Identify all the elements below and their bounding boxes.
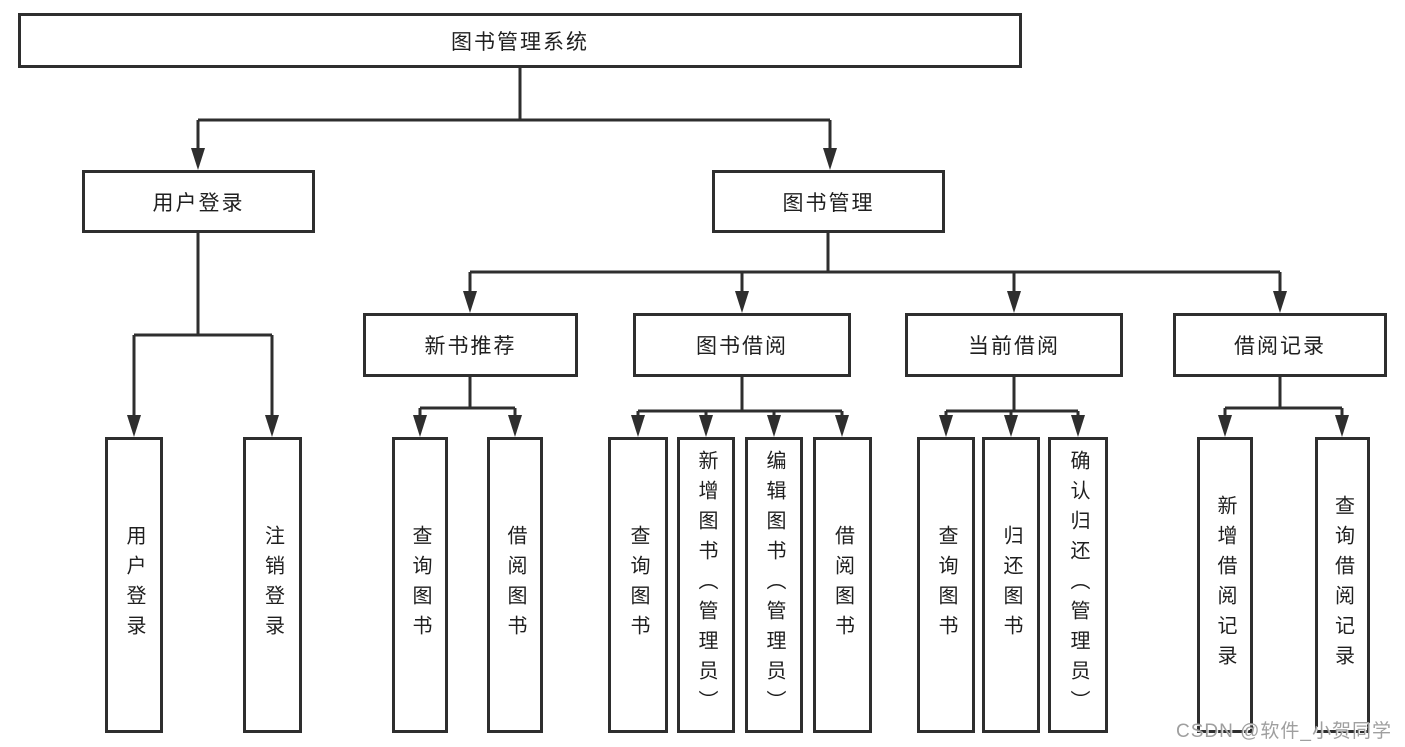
node-borrow-records: 借阅记录 xyxy=(1173,313,1387,377)
node-leaf-query-books-1: 查询图书 xyxy=(392,437,448,733)
node-root-label: 图书管理系统 xyxy=(451,30,589,54)
node-new-book-recommend: 新书推荐 xyxy=(363,313,578,377)
node-leaf-query-books-3: 查询图书 xyxy=(917,437,975,733)
node-leaf-confirm-return-admin: 确认归还（管理员） xyxy=(1048,437,1108,733)
node-leaf-logout: 注销登录 xyxy=(243,437,302,733)
node-new-book-recommend-label: 新书推荐 xyxy=(424,335,517,358)
node-leaf-query-borrow-record-label: 查询借阅记录 xyxy=(1331,495,1354,675)
node-leaf-user-login-label: 用户登录 xyxy=(123,525,145,645)
node-leaf-user-login: 用户登录 xyxy=(105,437,163,733)
node-leaf-borrow-books-1: 借阅图书 xyxy=(487,437,543,733)
node-leaf-query-books-1-label: 查询图书 xyxy=(409,525,431,645)
node-current-borrow: 当前借阅 xyxy=(905,313,1123,377)
node-leaf-edit-book-admin-label: 编辑图书（管理员） xyxy=(763,450,785,720)
node-current-borrow-label: 当前借阅 xyxy=(968,335,1060,358)
node-book-management: 图书管理 xyxy=(712,170,945,233)
csdn-watermark: CSDN @软件_小贺同学 xyxy=(1176,721,1392,742)
node-leaf-query-books-3-label: 查询图书 xyxy=(935,525,957,645)
node-leaf-add-borrow-record-label: 新增借阅记录 xyxy=(1214,495,1236,675)
arrowheads xyxy=(127,148,1349,437)
node-leaf-logout-label: 注销登录 xyxy=(261,525,284,645)
node-leaf-edit-book-admin: 编辑图书（管理员） xyxy=(745,437,803,733)
node-root: 图书管理系统 xyxy=(18,13,1022,68)
node-leaf-confirm-return-admin-label: 确认归还（管理员） xyxy=(1067,450,1089,720)
node-leaf-borrow-books-2: 借阅图书 xyxy=(813,437,872,733)
node-borrow-records-label: 借阅记录 xyxy=(1234,335,1326,358)
node-leaf-query-books-2: 查询图书 xyxy=(608,437,668,733)
node-leaf-add-borrow-record: 新增借阅记录 xyxy=(1197,437,1253,733)
node-book-management-label: 图书管理 xyxy=(782,191,875,215)
node-leaf-borrow-books-1-label: 借阅图书 xyxy=(504,525,526,645)
node-leaf-add-book-admin: 新增图书（管理员） xyxy=(677,437,735,733)
node-user-login: 用户登录 xyxy=(82,170,315,233)
node-leaf-query-books-2-label: 查询图书 xyxy=(627,525,649,645)
node-leaf-query-borrow-record: 查询借阅记录 xyxy=(1315,437,1370,733)
node-book-borrow-label: 图书借阅 xyxy=(696,335,788,358)
node-leaf-add-book-admin-label: 新增图书（管理员） xyxy=(695,450,717,720)
node-book-borrow: 图书借阅 xyxy=(633,313,851,377)
node-leaf-return-books-label: 归还图书 xyxy=(1000,525,1022,645)
node-leaf-borrow-books-2-label: 借阅图书 xyxy=(831,525,854,645)
node-user-login-label: 用户登录 xyxy=(152,191,245,215)
node-leaf-return-books: 归还图书 xyxy=(982,437,1040,733)
